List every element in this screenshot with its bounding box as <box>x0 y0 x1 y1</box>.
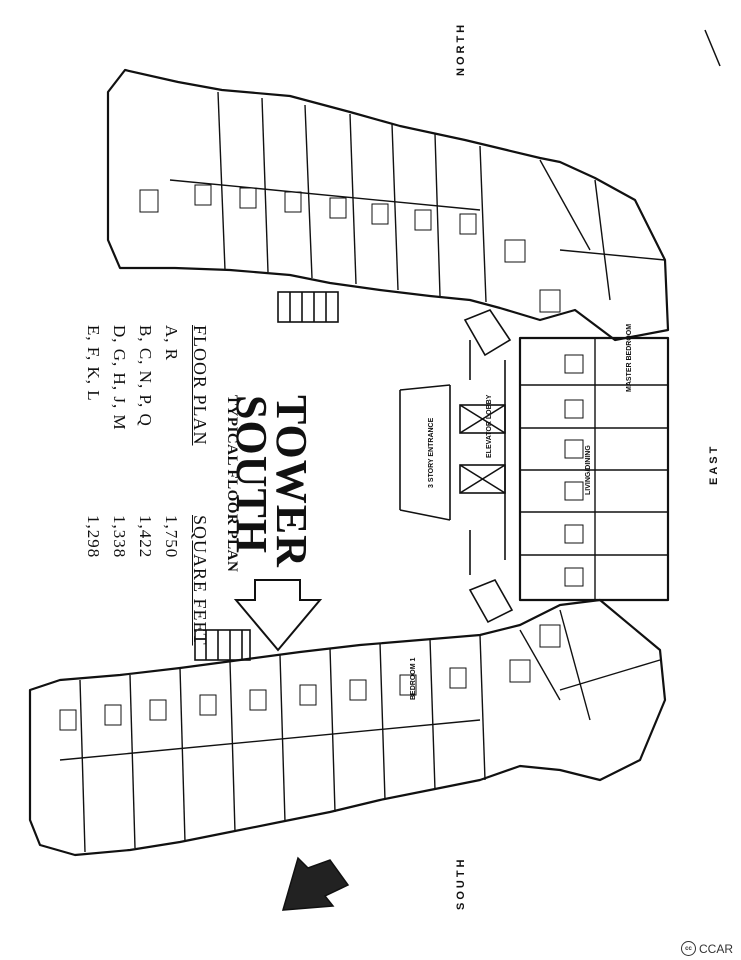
cc-icon: cc <box>680 941 696 956</box>
credit-text: CCAR <box>698 941 733 956</box>
compass-north: NORTH <box>455 21 467 76</box>
south-wing-outline <box>28 598 667 857</box>
east-stair-lower <box>468 578 514 624</box>
compass-east: EAST <box>708 443 720 485</box>
north-wing-outline <box>106 68 670 342</box>
orientation-arrow <box>281 856 350 911</box>
legend-row-sqft: 1,750 <box>162 515 181 559</box>
east-stair-upper <box>463 309 512 357</box>
room-label-living: LIVING/DINING <box>585 445 592 495</box>
copyright-credit: cc CCAR <box>680 941 733 956</box>
legend-row-units: A, R <box>162 325 181 362</box>
legend-row-sqft: 1,338 <box>110 515 129 559</box>
legend-row-sqft: 1,422 <box>136 515 155 559</box>
legend-row-units: B, C, N, P, Q <box>136 325 155 427</box>
elevator-lobby-label: ELEVATOR LOBBY <box>486 394 493 458</box>
legend-header-floor-plan: FLOOR PLAN <box>190 325 210 446</box>
legend-header-square-feet: SQUARE FEET <box>190 515 210 646</box>
entry-arrow <box>233 579 323 652</box>
title-line-1: TOWER <box>267 395 316 568</box>
east-wing-outline <box>518 336 670 602</box>
room-label-bedroom: BEDROOM 1 <box>410 657 417 700</box>
entrance-label: 3 STORY ENTRANCE <box>428 417 435 488</box>
south-stair <box>194 629 251 661</box>
legend-row-units: D, G, H, J, M <box>110 325 129 431</box>
legend-row-sqft: 1,298 <box>84 515 103 559</box>
room-label-master: MASTER BEDROOM <box>626 323 633 392</box>
plan-subtitle: TYPICAL FLOOR PLAN <box>224 395 240 573</box>
compass-south: SOUTH <box>455 856 467 911</box>
north-stair <box>277 291 339 323</box>
legend-row-units: E, F, K, L <box>84 325 103 402</box>
